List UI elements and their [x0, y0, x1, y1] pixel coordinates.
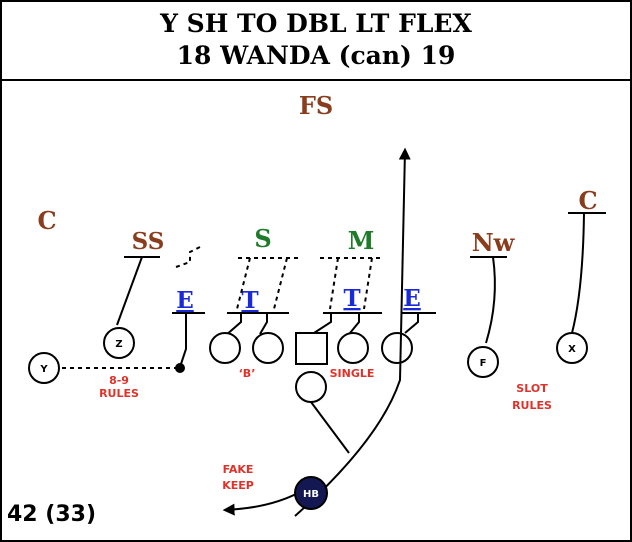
player-y	[28, 352, 60, 384]
player-y-label: Y	[39, 364, 48, 375]
play-title-line-2: 18 WANDA (can) 19	[177, 41, 456, 70]
m-dash-2	[363, 257, 373, 310]
player-z	[103, 327, 135, 359]
note-fake: FAKE	[223, 463, 254, 476]
qb-mesh-line	[310, 401, 350, 454]
player-hb-label: HB	[303, 489, 319, 500]
note-keep: KEEP	[222, 479, 254, 492]
e-right-path	[404, 313, 419, 334]
motion-end-dot	[175, 363, 185, 373]
player-x-label: X	[568, 344, 576, 355]
s-dash-2	[273, 257, 288, 310]
offensive-line	[209, 332, 413, 403]
note-slot-rules: RULES	[512, 399, 552, 412]
t-right-path-a	[313, 313, 332, 334]
note-slot: SLOT	[516, 382, 548, 395]
player-x	[556, 332, 588, 364]
player-hb	[294, 476, 328, 510]
skill-players: Y Z F X HB	[28, 327, 588, 510]
right-guard	[337, 332, 369, 364]
left-guard	[252, 332, 284, 364]
defender-e-right: E	[403, 285, 421, 312]
defender-e-left: E	[176, 287, 194, 314]
play-title-line-1: Y SH TO DBL LT FLEX	[159, 9, 472, 38]
t-left-path-a	[224, 313, 242, 337]
defender-t-left: T	[241, 287, 258, 314]
defender-c-right: C	[578, 186, 597, 215]
t-left-path-b	[259, 313, 268, 335]
play-number: 42 (33)	[7, 502, 96, 527]
defender-ss: SS	[132, 228, 165, 255]
quarterback	[295, 371, 327, 403]
player-f-label: F	[480, 358, 487, 369]
note-b-tag: ‘B’	[239, 367, 256, 380]
e-left-path	[179, 313, 187, 368]
defender-s: S	[254, 224, 271, 253]
defender-m: M	[348, 226, 375, 255]
defender-t-right: T	[343, 285, 360, 312]
right-tackle	[381, 332, 413, 364]
dashed-reads	[62, 246, 381, 369]
e-left-dashed	[175, 246, 201, 268]
c-right-drop-line	[571, 212, 585, 334]
note-8-9: 8-9	[109, 374, 129, 387]
player-z-label: Z	[115, 339, 122, 350]
defender-fs: FS	[299, 91, 333, 120]
defensive-assignments	[116, 212, 606, 368]
player-f	[467, 346, 499, 378]
defender-nw: Nw	[472, 228, 516, 257]
nw-drop-line	[485, 256, 496, 344]
left-tackle	[209, 332, 241, 364]
note-single: SINGLE	[330, 367, 375, 380]
defender-c-left: C	[37, 206, 56, 235]
t-right-path-b	[349, 313, 360, 334]
note-8-9-rules: RULES	[99, 387, 139, 400]
center	[295, 332, 328, 365]
s-dash-1	[236, 257, 251, 310]
m-dash-1	[329, 257, 339, 310]
ss-drop-line	[116, 256, 143, 326]
